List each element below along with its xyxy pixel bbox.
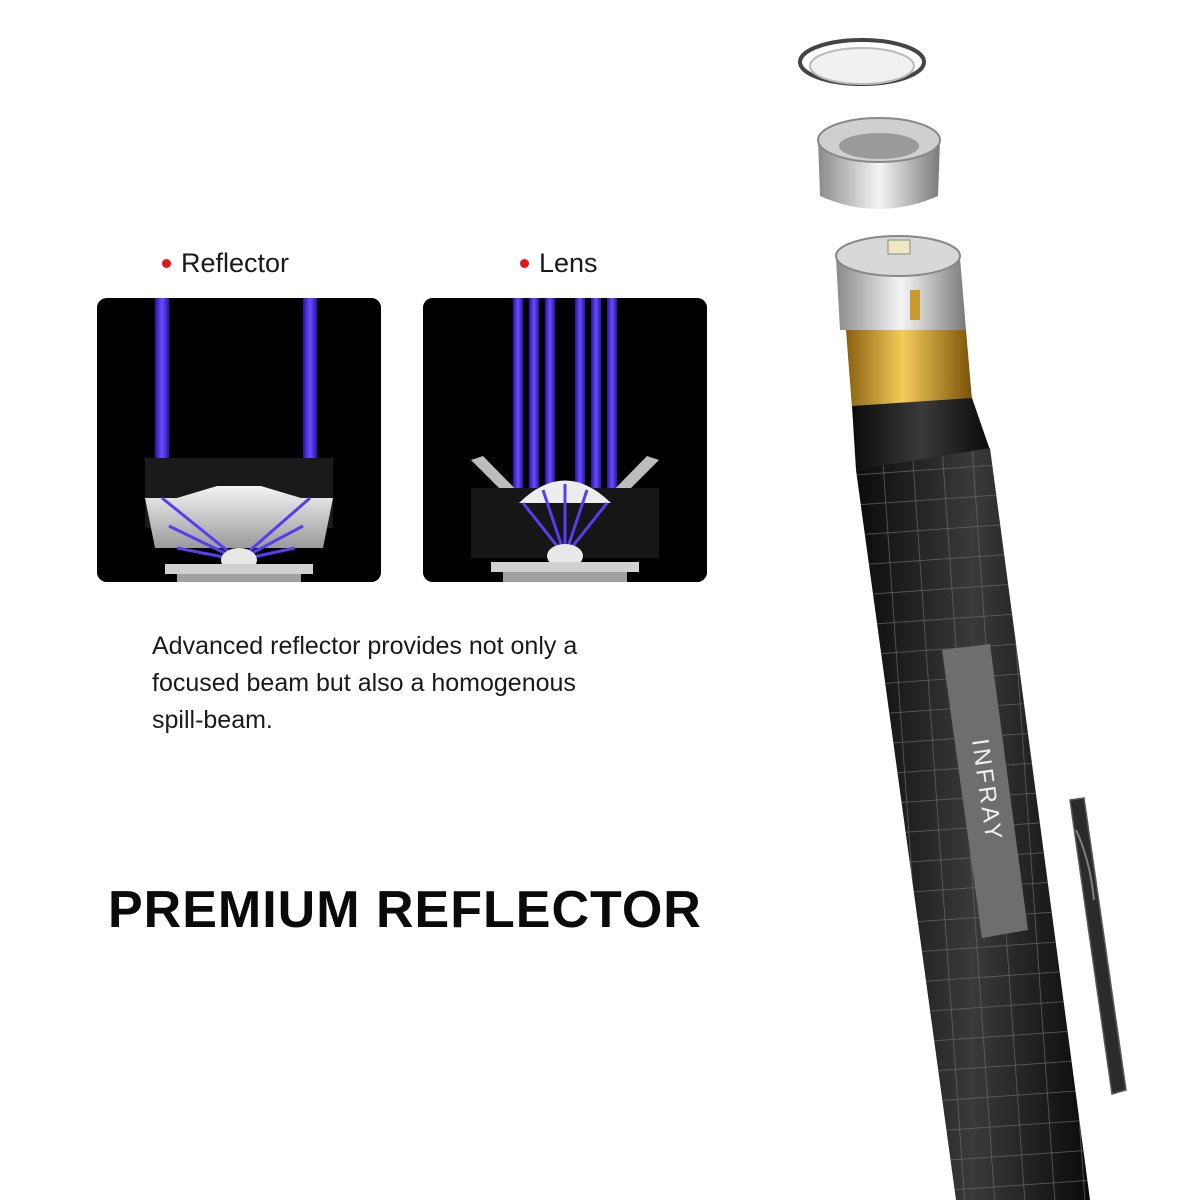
reflector-diagram (97, 298, 381, 582)
lens-label-text: Lens (539, 248, 598, 278)
brand-plate: INFRAY (942, 644, 1028, 938)
focused-beams (513, 298, 617, 498)
reflector-cup (145, 486, 333, 548)
gold-band (846, 330, 972, 408)
description-line: Advanced reflector provides not only a (152, 632, 578, 660)
headline: PREMIUM REFLECTOR (108, 881, 702, 939)
pocket-clip (1069, 797, 1127, 1095)
flashlight-illustration: INFRAY (798, 38, 1127, 1200)
description-line: focused beam but also a homogenous (152, 669, 576, 697)
flashlight-head (835, 235, 966, 330)
bullet-dot (520, 259, 529, 268)
description-line: spill-beam. (152, 706, 273, 734)
reflector-label-text: Reflector (181, 248, 290, 278)
lens-illustration (423, 298, 707, 582)
reflector-label: Reflector (162, 248, 289, 279)
description: Advanced reflector provides not only a f… (152, 628, 672, 739)
reflector-part (817, 117, 941, 209)
bullet-dot (162, 259, 171, 268)
reflector-illustration (97, 298, 381, 582)
lens-diagram (423, 298, 707, 582)
flashlight-image: INFRAY (760, 0, 1200, 1200)
lens-label: Lens (520, 248, 598, 279)
lens-ring (798, 38, 926, 86)
